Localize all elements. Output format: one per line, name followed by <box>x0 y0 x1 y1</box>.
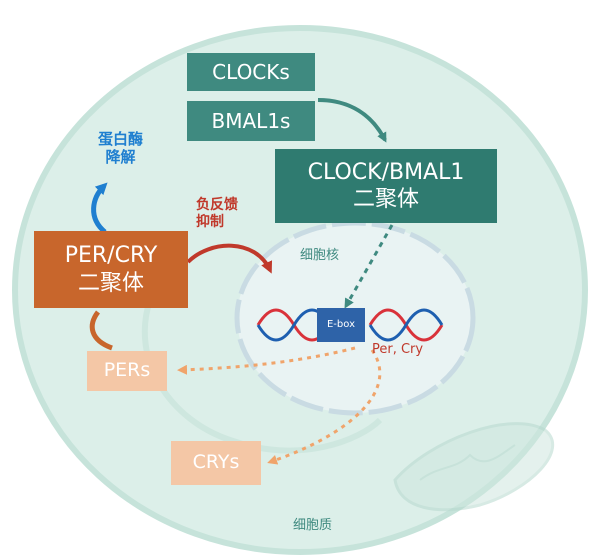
per-cry-dimer-box: PER/CRY 二聚体 <box>34 231 188 308</box>
arrow-feedback-inhibition <box>186 243 273 274</box>
per-cry-genes-label: Per, Cry <box>372 342 424 357</box>
arrow-bmal1-to-dimer <box>317 98 387 143</box>
crys-label: CRYs <box>192 451 240 474</box>
arrow-degradation <box>91 182 108 234</box>
mitochondrion-shape <box>393 422 554 512</box>
bmal1s-box: BMAL1s <box>187 101 315 141</box>
clock-bmal1-dimer-label: CLOCK/BMAL1 二聚体 <box>307 159 465 213</box>
crys-box: CRYs <box>171 441 261 485</box>
cytoplasm-label: 细胞质 <box>293 518 333 533</box>
arrow-genes-to-pers <box>177 346 356 375</box>
bmal1s-label: BMAL1s <box>211 108 291 133</box>
clock-bmal1-dimer-box: CLOCK/BMAL1 二聚体 <box>275 149 497 223</box>
per-cry-dimer-label: PER/CRY 二聚体 <box>64 243 158 296</box>
arrow-pers-to-per-cry <box>89 310 113 351</box>
degradation-label: 蛋白酶 降解 <box>98 130 144 166</box>
clocks-box: CLOCKs <box>187 53 315 91</box>
ebox-box: E-box <box>317 308 365 342</box>
nucleus-label: 细胞核 <box>300 248 340 263</box>
feedback-inhibition-label: 负反馈 抑制 <box>196 197 238 230</box>
ebox-label: E-box <box>326 318 355 330</box>
clocks-label: CLOCKs <box>212 59 290 84</box>
pers-label: PERs <box>103 359 151 382</box>
pers-box: PERs <box>87 351 167 391</box>
